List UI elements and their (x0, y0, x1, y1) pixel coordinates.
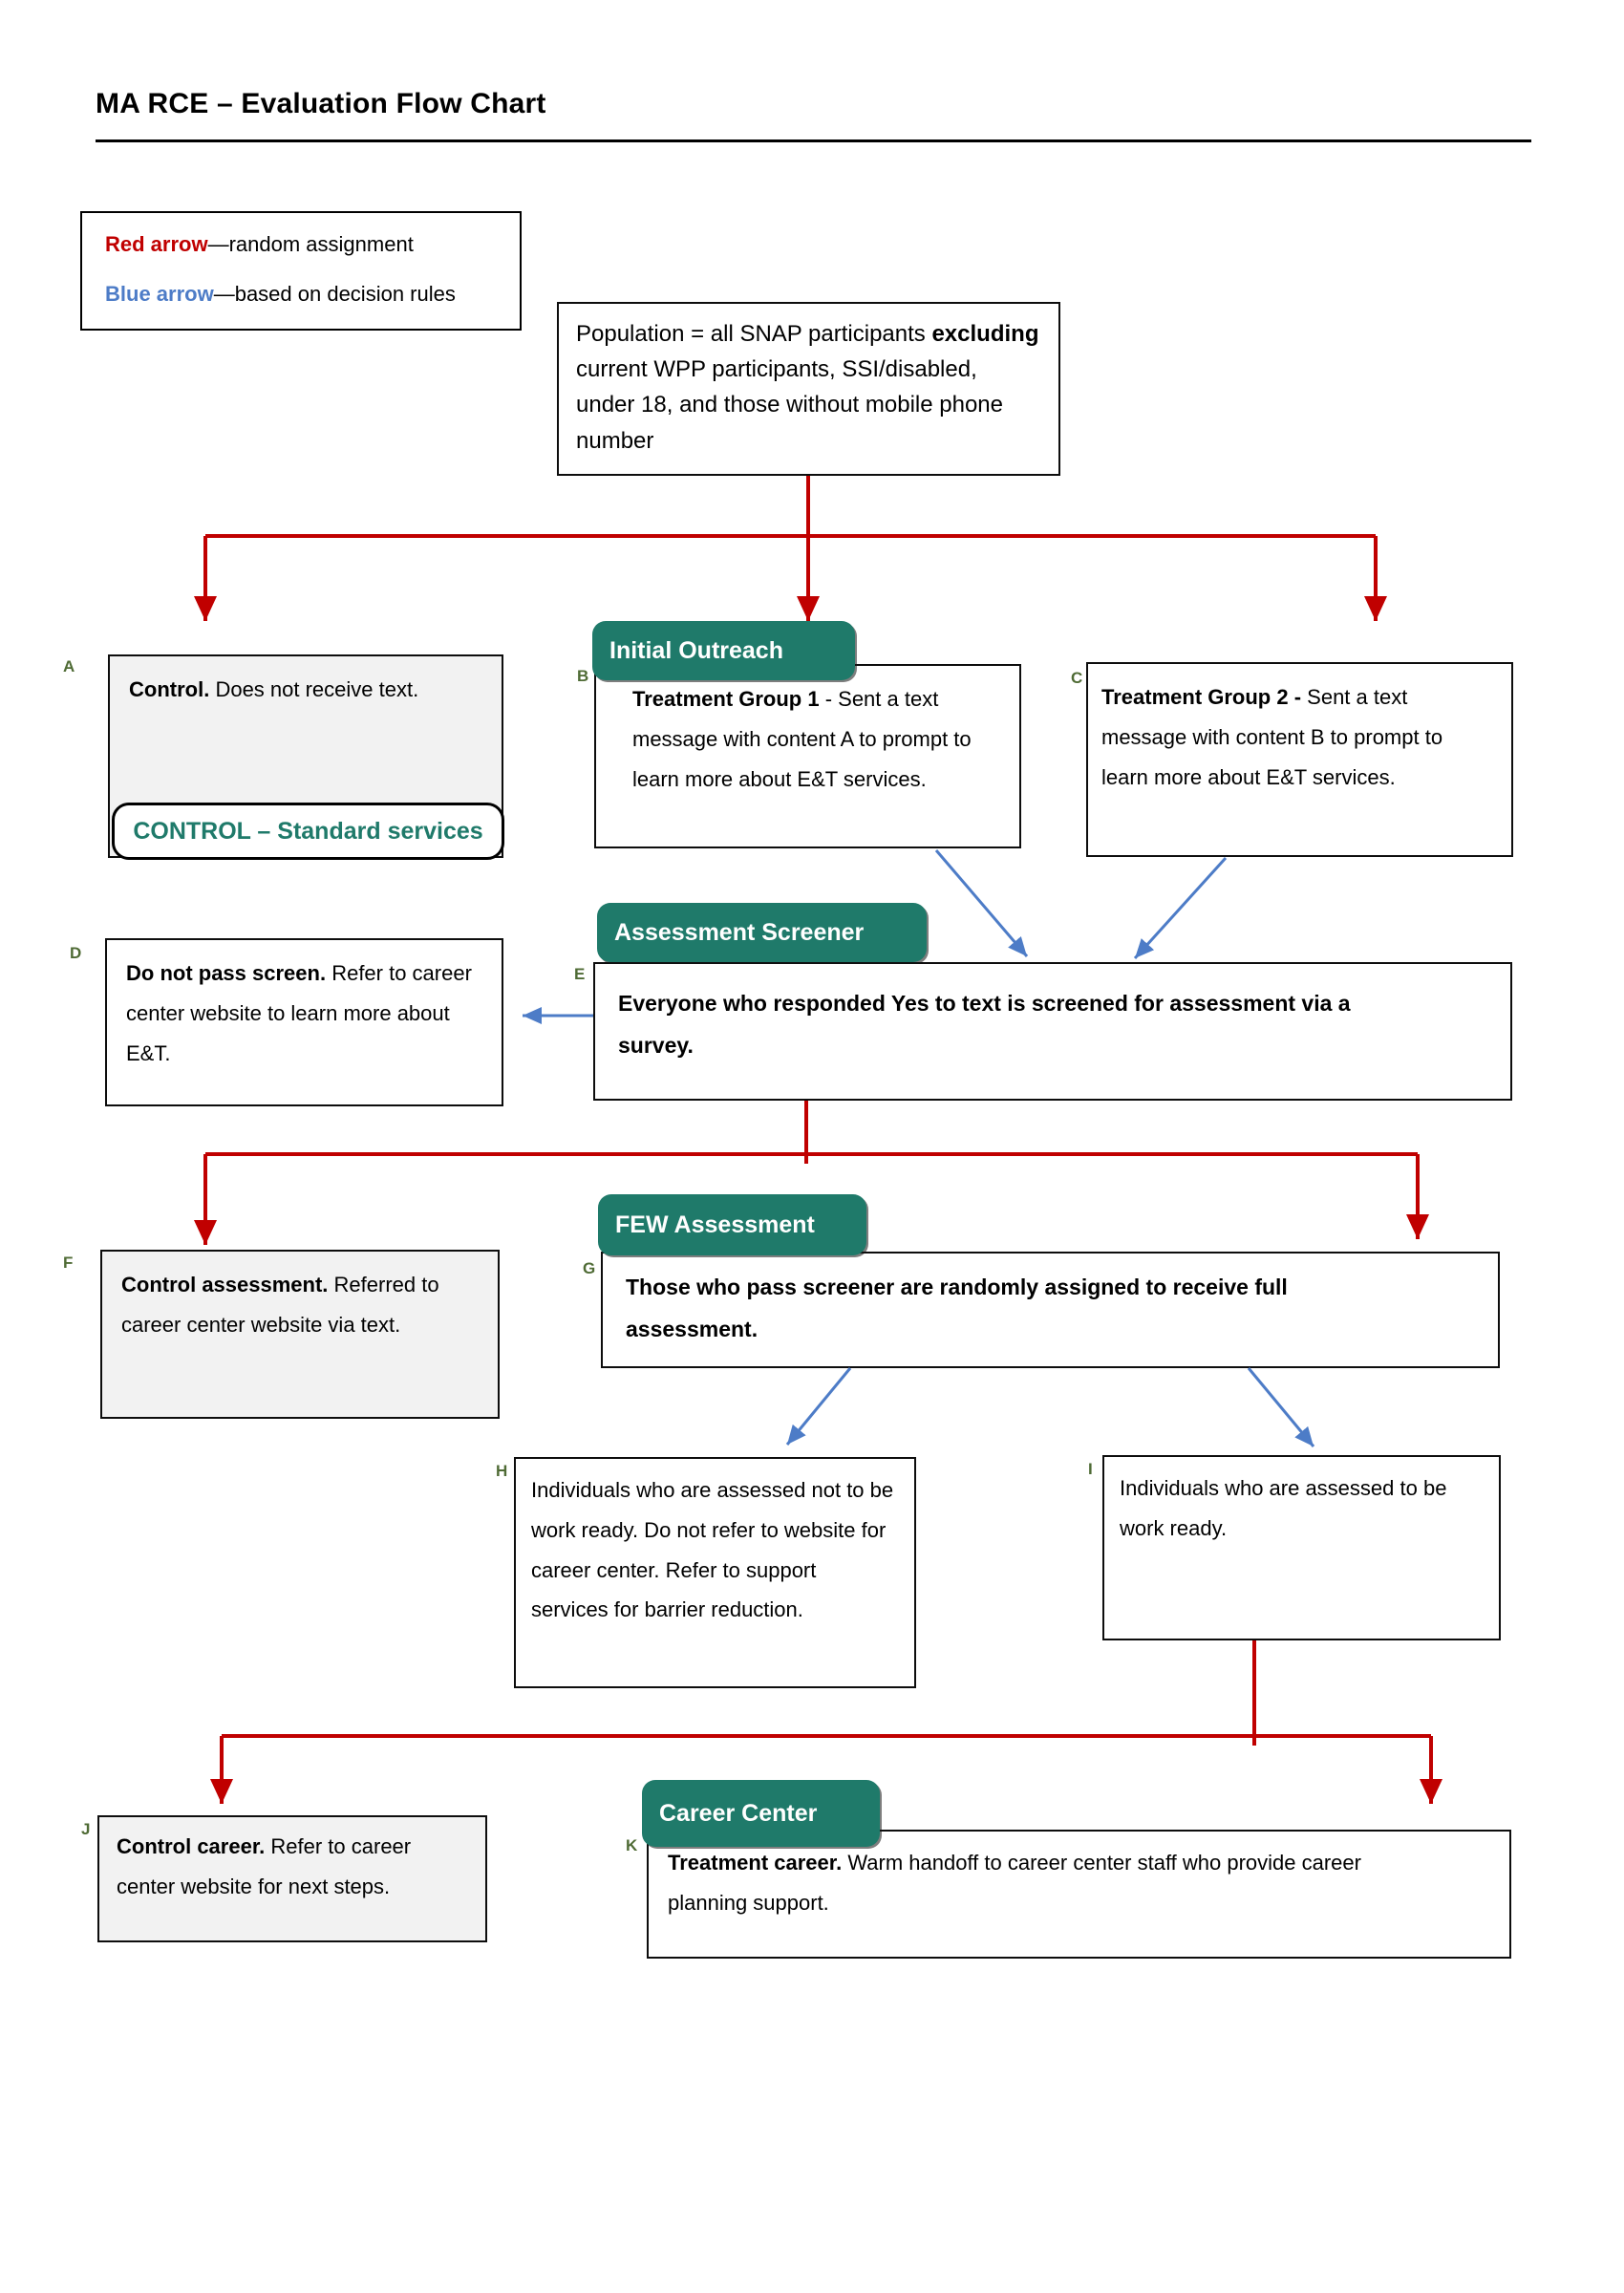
box-d-do-not-pass-screen: Do not pass screen. Refer to career cent… (105, 938, 503, 1106)
header-career-center: Career Center (642, 1780, 880, 1847)
legend-red-arrow: Red arrow—random assignment (105, 232, 520, 257)
label-e: E (574, 965, 586, 983)
label-g: G (583, 1259, 596, 1277)
box-f-bold-text: Control assessment. (121, 1273, 329, 1297)
box-h-text: Individuals who are assessed not to be w… (531, 1478, 894, 1622)
label-d: D (70, 944, 82, 962)
control-standard-services-text: CONTROL – Standard services (133, 817, 483, 845)
label-b: B (577, 667, 589, 685)
box-a-bold-text: Control. (129, 677, 210, 701)
box-e-assessment-screener: Everyone who responded Yes to text is sc… (593, 962, 1512, 1101)
blue-arrow-g-to-i (1247, 1367, 1315, 1447)
legend-box: Red arrow—random assignment Blue arrow—b… (80, 211, 522, 331)
header-assessment-screener-text: Assessment Screener (614, 918, 865, 946)
box-c-text: Sent a text message with content B to pr… (1101, 685, 1443, 789)
blue-arrow-b-to-e (934, 849, 1029, 957)
population-text-bold: excluding (931, 321, 1039, 347)
page-title: MA RCE – Evaluation Flow Chart (96, 88, 546, 119)
population-box: Population = all SNAP participants exclu… (557, 302, 1060, 476)
header-initial-outreach: Initial Outreach (592, 621, 855, 680)
box-j-text: Refer to career center website for next … (117, 1834, 412, 1898)
box-j-bold-text: Control career. (117, 1834, 266, 1858)
box-g-few-assessment: Those who pass screener are randomly ass… (601, 1252, 1500, 1368)
box-h-not-work-ready: Individuals who are assessed not to be w… (514, 1457, 916, 1688)
label-a: A (63, 657, 75, 675)
box-g-bold-text: Those who pass screener are randomly ass… (626, 1275, 1288, 1341)
legend-blue-term: Blue arrow (105, 282, 214, 306)
header-few-assessment-text: FEW Assessment (615, 1211, 815, 1238)
label-h: H (496, 1462, 508, 1480)
label-j: J (81, 1820, 91, 1838)
box-b-treatment-group-1: Treatment Group 1 - Sent a text message … (594, 664, 1021, 848)
header-assessment-screener: Assessment Screener (597, 903, 927, 962)
population-text-pre: Population = all SNAP participants (576, 321, 932, 347)
box-b-bold-text: Treatment Group 1 (632, 687, 820, 711)
control-standard-services-box: CONTROL – Standard services (112, 803, 504, 860)
label-i: I (1088, 1460, 1093, 1478)
header-few-assessment: FEW Assessment (598, 1194, 866, 1255)
box-k-bold-text: Treatment career. (668, 1851, 843, 1875)
legend-blue-arrow: Blue arrow—based on decision rules (105, 282, 520, 307)
header-initial-outreach-text: Initial Outreach (609, 636, 783, 664)
box-j-control-career: Control career. Refer to career center w… (97, 1815, 487, 1942)
title-rule (96, 139, 1531, 142)
box-d-text: Refer to career center website to learn … (126, 961, 472, 1065)
box-i-work-ready: Individuals who are assessed to be work … (1102, 1455, 1501, 1640)
box-e-bold-text: Everyone who responded Yes to text is sc… (618, 991, 1351, 1058)
label-f: F (63, 1254, 74, 1272)
header-career-center-text: Career Center (659, 1799, 818, 1827)
legend-red-desc: —random assignment (207, 232, 414, 256)
blue-arrow-c-to-e (1133, 856, 1228, 960)
legend-blue-desc: —based on decision rules (213, 282, 456, 306)
box-b-text: - Sent a text message with content A to … (632, 687, 972, 791)
label-c: C (1071, 669, 1083, 687)
legend-red-term: Red arrow (105, 232, 208, 256)
box-k-text: Warm handoff to career center staff who … (668, 1851, 1361, 1915)
box-f-control-assessment: Control assessment. Referred to career c… (100, 1250, 500, 1419)
box-a-text: Does not receive text. (209, 677, 419, 701)
box-k-treatment-career: Treatment career. Warm handoff to career… (647, 1830, 1511, 1959)
box-f-text: Referred to career center website via te… (121, 1273, 439, 1337)
label-k: K (626, 1836, 638, 1854)
blue-arrow-g-to-h (785, 1367, 852, 1446)
population-text-post: current WPP participants, SSI/disabled, … (576, 356, 1003, 454)
box-c-treatment-group-2: Treatment Group 2 - Sent a text message … (1086, 662, 1513, 857)
box-d-bold-text: Do not pass screen. (126, 961, 327, 985)
box-c-bold-text: Treatment Group 2 - (1101, 685, 1308, 709)
box-i-text: Individuals who are assessed to be work … (1120, 1476, 1447, 1540)
